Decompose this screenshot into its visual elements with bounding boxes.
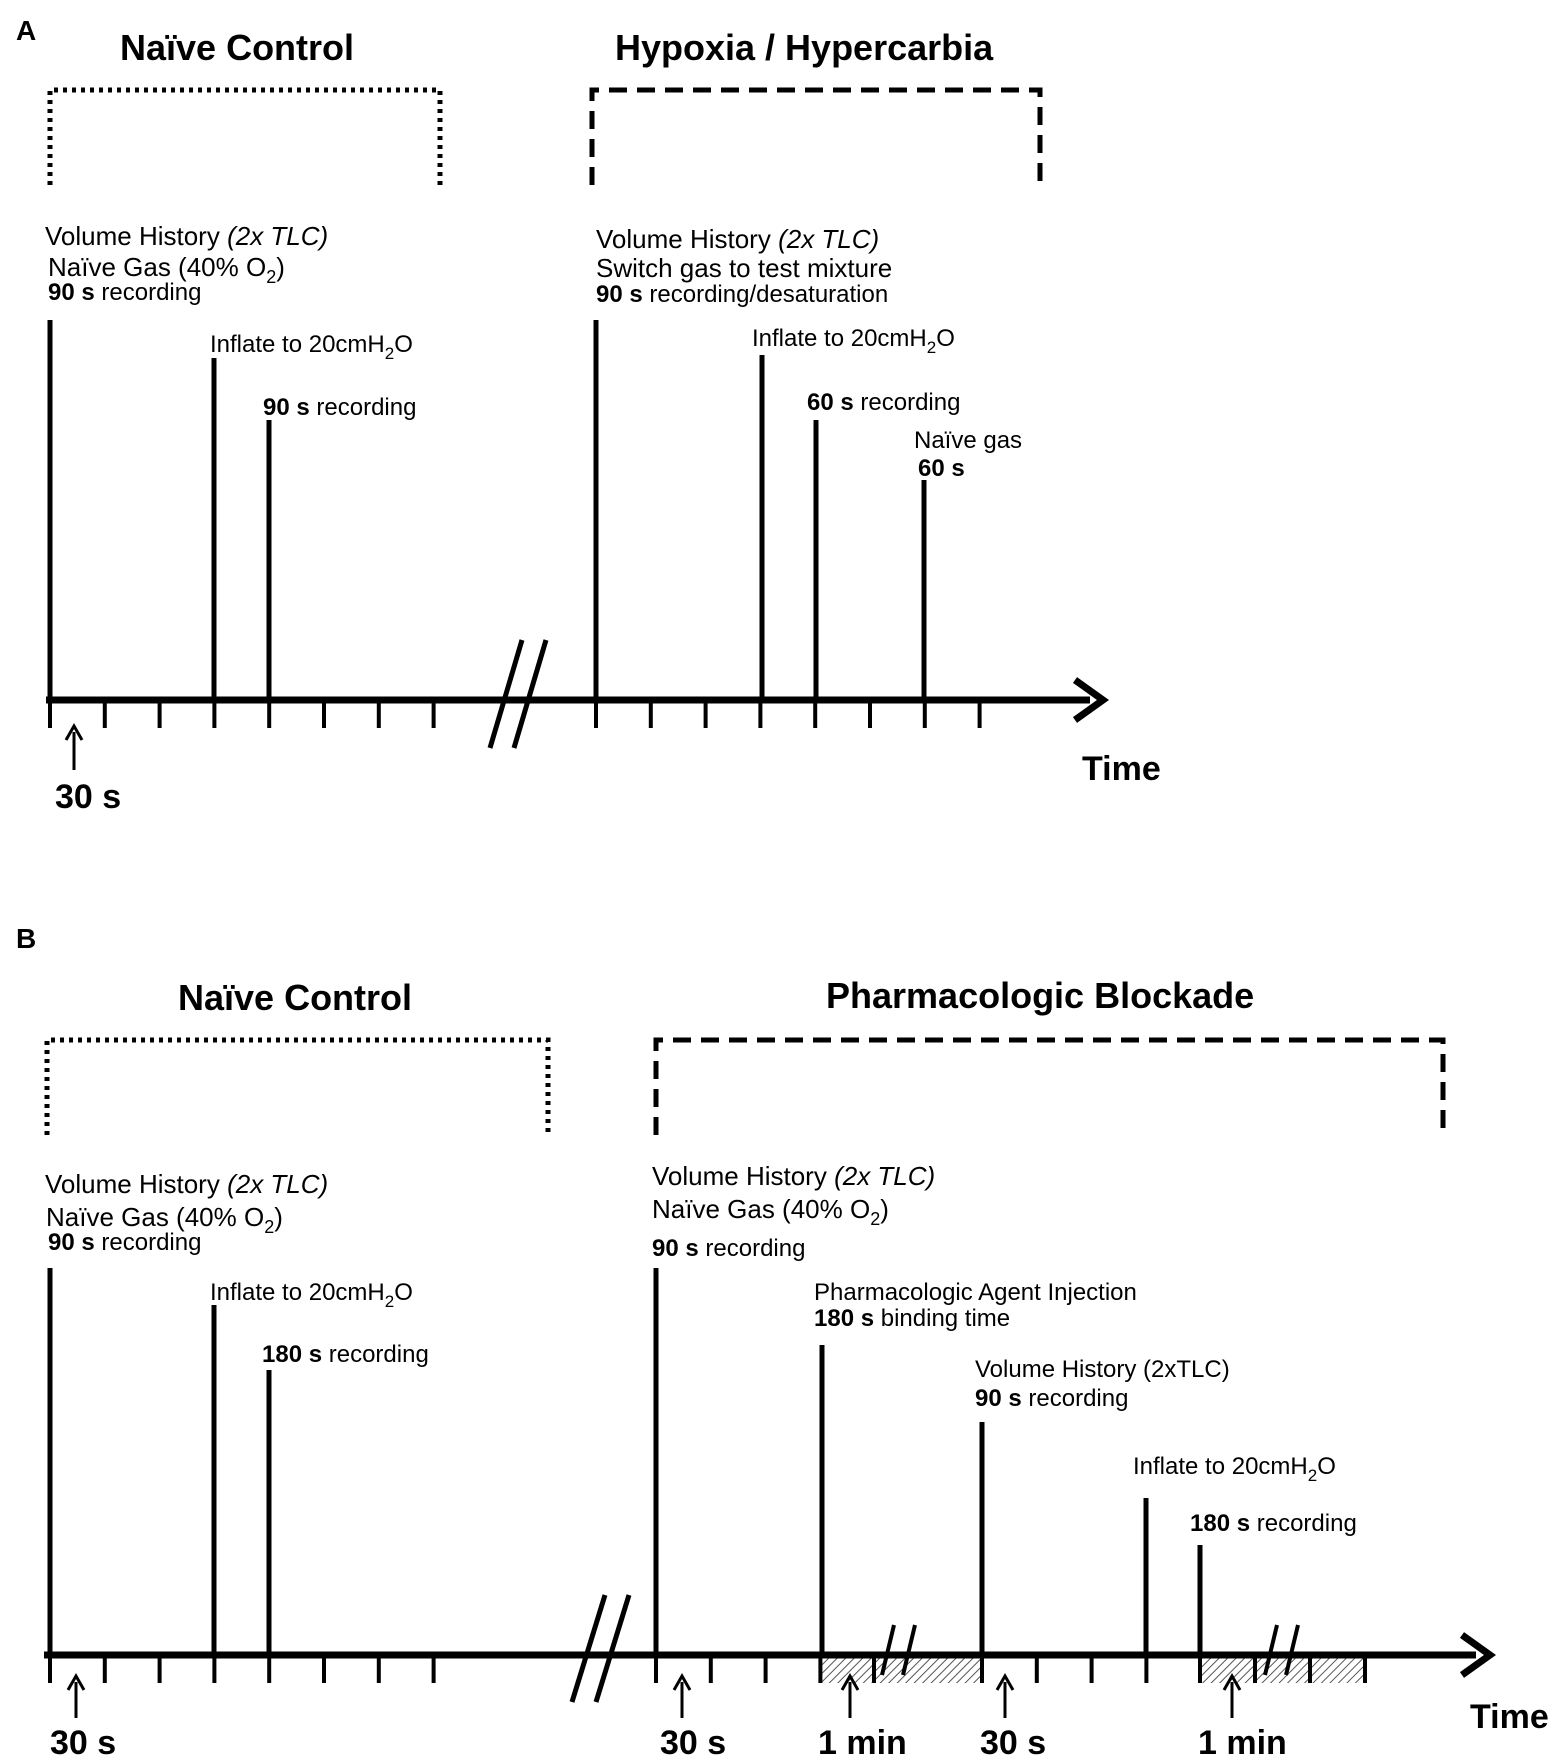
panel-a-test-bracket bbox=[589, 87, 1043, 185]
panel-b-recording-break-2 bbox=[1284, 1624, 1300, 1676]
panel-a-test-title: Hypoxia / Hypercarbia bbox=[615, 27, 994, 68]
panel-b-naive-recording-1: 90 s recording bbox=[48, 1229, 201, 1256]
panel-b-test-recording-1: 90 s recording bbox=[652, 1235, 805, 1262]
panel-a-ticks bbox=[48, 700, 982, 728]
panel-a-tick-label: 30 s bbox=[55, 778, 121, 816]
panel-a-naive-volume-history: Volume History (2x TLC) bbox=[45, 221, 328, 251]
panel-a-test-naive-gas: Naïve gas bbox=[914, 427, 1022, 454]
panel-b-naive-volume-history: Volume History (2x TLC) bbox=[45, 1169, 328, 1199]
panel-b-axis-arrowhead bbox=[1459, 1632, 1497, 1678]
panel-b-tick-marker-3 bbox=[840, 1672, 860, 1718]
panel-a-naive-title: Naïve Control bbox=[120, 27, 354, 68]
panel-a-axis-arrowhead bbox=[1072, 677, 1110, 723]
panel-b-binding-break-1 bbox=[880, 1624, 896, 1676]
panel-b-tick-marker-5 bbox=[1222, 1672, 1242, 1718]
panel-a-axis-break-1 bbox=[487, 639, 525, 749]
panel-b-tick-marker-2 bbox=[672, 1672, 692, 1718]
panel-a-test-recording-60: 60 s recording bbox=[807, 389, 960, 416]
panel-b-tick-label-2: 30 s bbox=[660, 1724, 726, 1758]
panel-b-test-binding-time: 180 s binding time bbox=[814, 1305, 1010, 1332]
panel-a-naive-bracket bbox=[47, 87, 443, 185]
panel-a-axis-label: Time bbox=[1082, 750, 1161, 788]
panel-b-ticks bbox=[48, 1655, 1367, 1683]
panel-b-letter: B bbox=[16, 923, 36, 954]
panel-a-naive-inflate: Inflate to 20cmH2O bbox=[210, 331, 413, 363]
panel-a-tick-arrow-head bbox=[64, 722, 84, 741]
panel-a: A Naïve Control Hypoxia / Hypercarbia Vo… bbox=[16, 15, 1161, 816]
panel-a-naive-recording-1: 90 s recording bbox=[48, 279, 201, 306]
panel-b-tick-label-1: 30 s bbox=[50, 1724, 116, 1758]
panel-b-axis-break-2 bbox=[593, 1594, 632, 1703]
panel-b-naive-recording-2: 180 s recording bbox=[262, 1341, 429, 1368]
panel-b-test-inflate: Inflate to 20cmH2O bbox=[1133, 1453, 1336, 1485]
panel-b-test-recording-2: 90 s recording bbox=[975, 1385, 1128, 1412]
panel-b-binding-interval bbox=[822, 1655, 982, 1683]
panel-b-binding-break-2 bbox=[901, 1624, 917, 1676]
panel-b-tick-label-4: 30 s bbox=[980, 1724, 1046, 1758]
panel-b-test-volume-history: Volume History (2x TLC) bbox=[652, 1161, 935, 1191]
panel-b-tick-marker-4 bbox=[995, 1672, 1015, 1718]
panel-b-axis-label: Time bbox=[1470, 1698, 1549, 1736]
panel-b-tick-marker-1 bbox=[66, 1672, 86, 1718]
panel-b-naive-gas: Naïve Gas (40% O2) bbox=[46, 1202, 283, 1237]
panel-b-tick-label-3: 1 min bbox=[818, 1724, 907, 1758]
panel-b-naive-title: Naïve Control bbox=[178, 977, 412, 1018]
panel-a-naive-gas: Naïve Gas (40% O2) bbox=[48, 252, 285, 287]
panel-b-test-bracket bbox=[653, 1037, 1446, 1135]
panel-b-tick-label-5: 1 min bbox=[1198, 1724, 1287, 1758]
panel-a-test-naive-gas-60: 60 s bbox=[918, 455, 965, 482]
panel-b-recording-interval bbox=[1200, 1655, 1366, 1683]
panel-b-test-volume-history-2: Volume History (2xTLC) bbox=[975, 1356, 1230, 1383]
panel-b-recording-break-1 bbox=[1263, 1624, 1279, 1676]
panel-b-naive-inflate: Inflate to 20cmH2O bbox=[210, 1279, 413, 1311]
panel-b-naive-bracket bbox=[44, 1037, 551, 1135]
panel-a-test-recording-desat: 90 s recording/desaturation bbox=[596, 281, 888, 308]
panel-a-test-inflate: Inflate to 20cmH2O bbox=[752, 325, 955, 357]
panel-b: B Naïve Control Pharmacologic Blockade V… bbox=[16, 923, 1549, 1758]
panel-b-test-title: Pharmacologic Blockade bbox=[826, 975, 1254, 1016]
panel-a-test-switch-gas: Switch gas to test mixture bbox=[596, 253, 892, 283]
panel-a-naive-recording-2: 90 s recording bbox=[263, 394, 416, 421]
panel-b-test-agent-injection: Pharmacologic Agent Injection bbox=[814, 1279, 1137, 1306]
panel-b-test-recording-3: 180 s recording bbox=[1190, 1510, 1357, 1537]
panel-a-test-volume-history: Volume History (2x TLC) bbox=[596, 224, 879, 254]
panel-a-letter: A bbox=[16, 15, 36, 46]
panel-a-axis-break-2 bbox=[511, 639, 549, 749]
panel-b-test-naive-gas: Naïve Gas (40% O2) bbox=[652, 1194, 889, 1229]
panel-b-axis-break-1 bbox=[569, 1594, 608, 1703]
